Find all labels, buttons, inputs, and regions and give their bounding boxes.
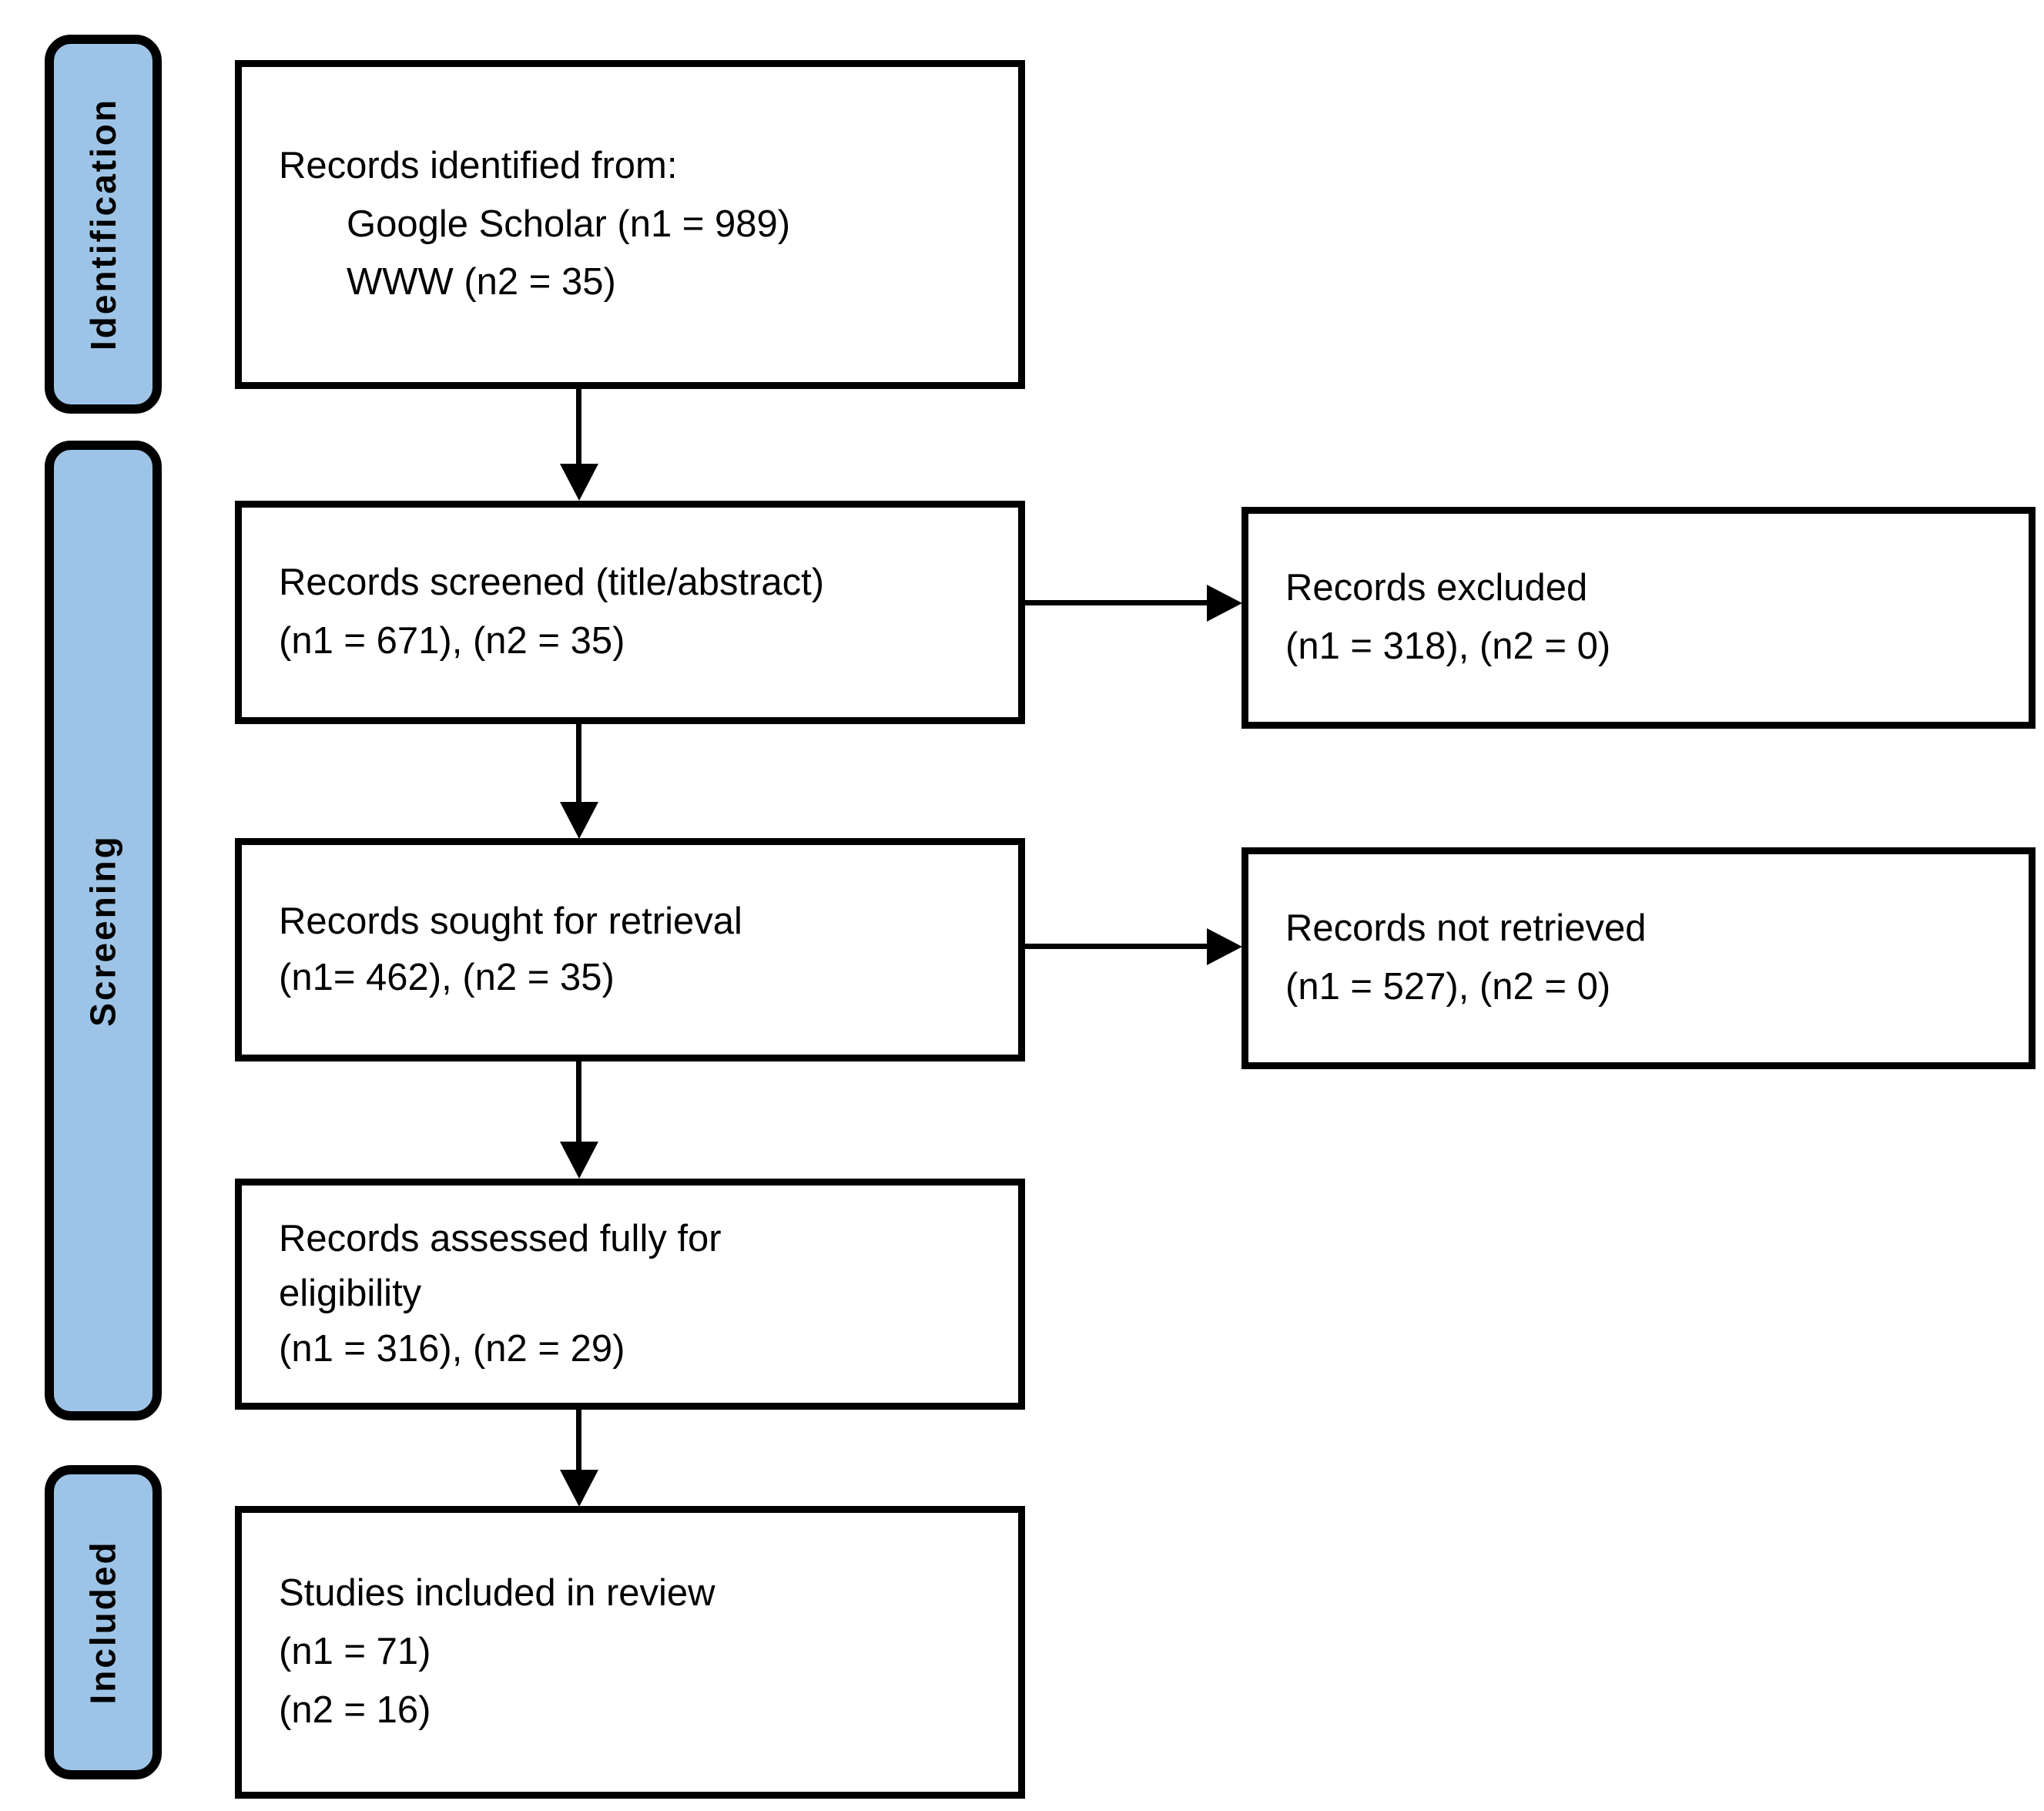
stage-screening: Screening: [45, 441, 162, 1420]
arrow-assessed-to-included-line: [576, 1408, 581, 1471]
records-sought-title: Records sought for retrieval: [279, 900, 742, 942]
records-assessed-counts: (n1 = 316), (n2 = 29): [279, 1327, 625, 1370]
arrow-sought-to-assessed-line: [576, 1060, 581, 1143]
box-records-assessed-for-eligibility: Records assessed fully for eligibility (…: [235, 1179, 1025, 1410]
arrow-sought-to-not-retrieved-line: [1024, 944, 1208, 949]
studies-included-title: Studies included in review: [279, 1572, 715, 1615]
arrow-identified-to-screened-head-icon: [560, 464, 598, 501]
box-studies-included-in-review: Studies included in review (n1 = 71) (n2…: [235, 1506, 1025, 1799]
box-records-screened: Records screened (title/abstract) (n1 = …: [235, 501, 1025, 724]
arrow-assessed-to-included-head-icon: [560, 1470, 598, 1507]
records-identified-source-google-scholar: Google Scholar (n1 = 989): [347, 203, 791, 245]
stage-included-label: Included: [83, 1540, 123, 1705]
records-screened-title: Records screened (title/abstract): [279, 562, 825, 604]
records-excluded-counts: (n1 = 318), (n2 = 0): [1285, 625, 1611, 667]
records-screened-counts: (n1 = 671), (n2 = 35): [279, 620, 625, 662]
arrow-sought-to-assessed-head-icon: [560, 1142, 598, 1179]
arrow-screened-to-sought-line: [576, 723, 581, 803]
box-records-not-retrieved: Records not retrieved (n1 = 527), (n2 = …: [1241, 847, 2036, 1069]
records-not-retrieved-counts: (n1 = 527), (n2 = 0): [1285, 966, 1611, 1008]
records-identified-title: Records identified from:: [279, 144, 678, 186]
studies-included-count-n1: (n1 = 71): [279, 1631, 431, 1673]
box-records-identified: Records identified from: Google Scholar …: [235, 60, 1025, 389]
stage-identification-label: Identification: [83, 97, 124, 351]
records-sought-counts: (n1= 462), (n2 = 35): [279, 957, 615, 998]
records-not-retrieved-title: Records not retrieved: [1285, 907, 1647, 950]
records-assessed-title-line2: eligibility: [279, 1273, 422, 1315]
stage-included: Included: [45, 1465, 162, 1779]
studies-included-count-n2: (n2 = 16): [279, 1689, 431, 1731]
box-records-excluded: Records excluded (n1 = 318), (n2 = 0): [1241, 507, 2036, 729]
stage-screening-label: Screening: [83, 834, 124, 1027]
arrow-screened-to-excluded-head-icon: [1207, 585, 1242, 622]
box-records-sought-for-retrieval: Records sought for retrieval (n1= 462), …: [235, 838, 1025, 1061]
arrow-screened-to-excluded-line: [1024, 600, 1208, 605]
records-identified-source-www: WWW (n2 = 35): [347, 261, 616, 304]
records-assessed-title-line1: Records assessed fully for: [279, 1218, 722, 1260]
arrow-identified-to-screened-line: [576, 387, 581, 464]
stage-identification: Identification: [45, 35, 162, 414]
arrow-sought-to-not-retrieved-head-icon: [1207, 928, 1242, 965]
records-excluded-title: Records excluded: [1285, 567, 1588, 609]
arrow-screened-to-sought-head-icon: [560, 802, 598, 839]
